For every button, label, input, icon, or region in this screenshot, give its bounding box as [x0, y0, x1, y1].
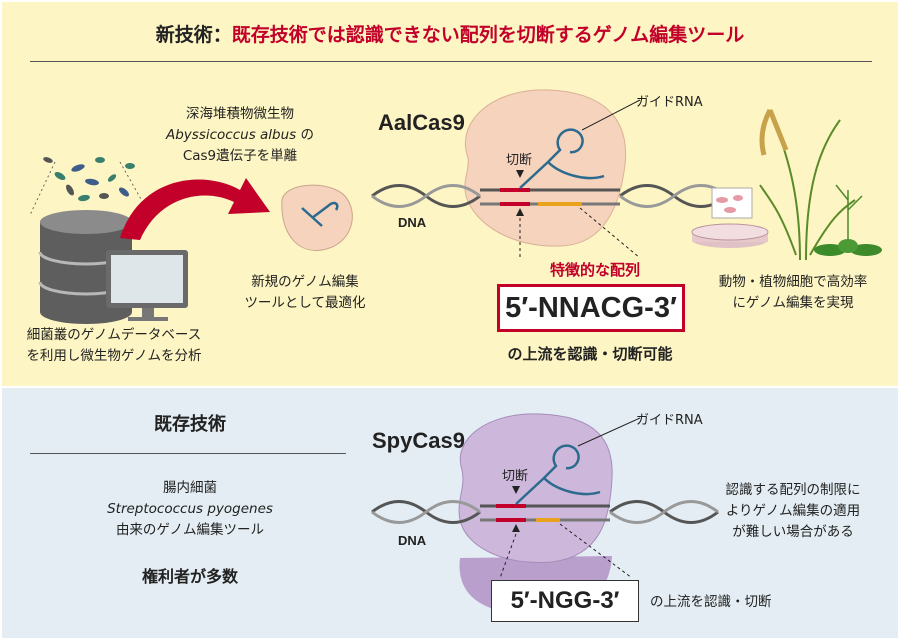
monitor-icon: [106, 250, 188, 321]
source-text-bottom: 腸内細菌 Streptococcus pyogenes 由来のゲノム編集ツール: [107, 480, 273, 538]
bottom-cut-marker-upper: [512, 486, 520, 494]
result-caption: 動物・植物細胞で高効率 にゲノム編集を実現: [718, 274, 868, 311]
microbes-icon: [29, 157, 151, 216]
upstream-caption-top: の上流を認識・切断可能: [507, 345, 673, 363]
existing-tech-heading: 既存技術: [154, 414, 226, 435]
top-cut-marker-lower: [516, 208, 524, 216]
database-caption: 細菌叢のゲノムデータベース を利用し微生物ゲノムを分析: [26, 327, 202, 364]
optimize-caption: 新規のゲノム編集 ツールとして最適化: [244, 274, 366, 311]
rice-plant-icon: [759, 108, 856, 261]
page-title: 新技術：既存技術では認識できない配列を切断するゲノム編集ツール: [155, 24, 745, 46]
title-divider: [30, 61, 872, 62]
source-text-top: 深海堆積物微生物 Abyssicoccus albus の Cas9遺伝子を単離: [166, 106, 314, 164]
top-cut-marker-upper: [516, 170, 524, 178]
top-dna-label: DNA: [398, 215, 427, 230]
small-enzyme-icon: [281, 184, 353, 251]
bottom-dna-label: DNA: [398, 533, 427, 548]
arabidopsis-icon: [814, 184, 882, 256]
petri-dish-icon: [691, 187, 769, 248]
bottom-dna-helix: [371, 500, 719, 524]
top-guide-rna-label: ガイドRNA: [636, 95, 703, 110]
feature-label: 特徴的な配列: [549, 261, 640, 279]
limitation-caption: 認識する配列の制限に よりゲノム編集の適用 が難しい場合がある: [725, 482, 861, 540]
top-dna-helix: [371, 184, 729, 208]
upstream-caption-bottom: の上流を認識・切断: [650, 594, 772, 610]
flow-arrow-icon: [120, 178, 270, 240]
top-guide-rna: [519, 99, 641, 189]
bottom-guide-rna-label: ガイドRNA: [636, 413, 703, 428]
rights-holders-text: 権利者が多数: [141, 567, 238, 586]
bottom-guide-rna: [515, 417, 641, 505]
pam-ngg-box: 5′-NGG-3′: [491, 580, 639, 622]
bottom-panel: [2, 388, 898, 638]
bottom-cut-marker-lower: [512, 524, 520, 532]
pam-nnacg-box: 5′-NNACG-3′: [497, 284, 685, 332]
aalcas9-label: AalCas9: [378, 110, 465, 135]
bottom-cut-label: 切断: [502, 469, 529, 484]
top-cut-label: 切断: [506, 153, 533, 168]
bottom-divider: [30, 453, 346, 454]
aalcas9-protein-icon: [464, 89, 627, 247]
spycas9-label: SpyCas9: [372, 428, 465, 453]
